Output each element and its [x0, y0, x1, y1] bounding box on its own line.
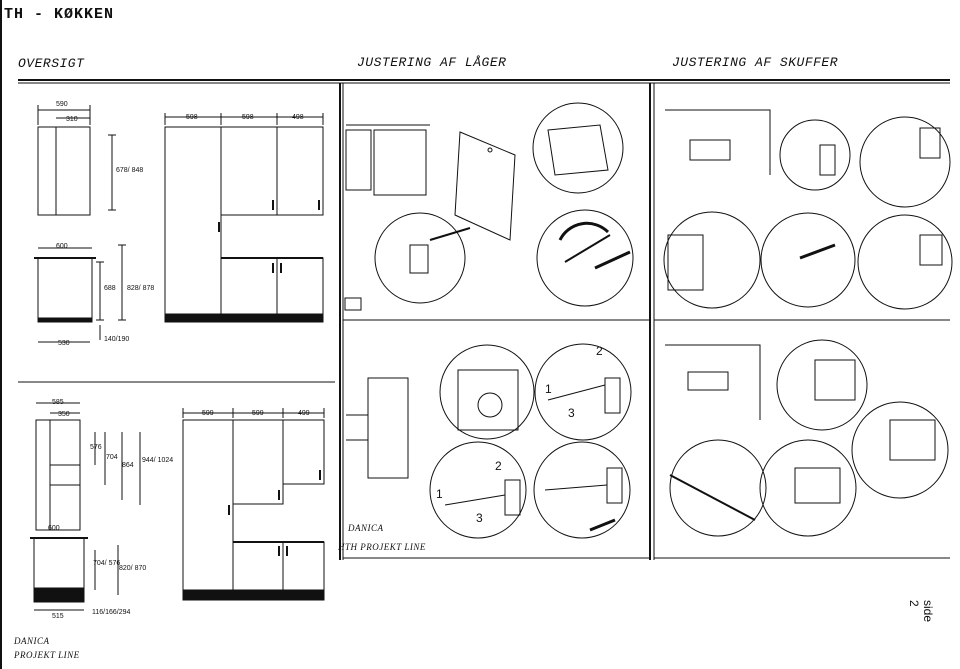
page-number: side 2 [907, 600, 935, 623]
brand-line-left: PROJEKT LINE [14, 650, 80, 660]
dim-plinth: 140/190 [104, 336, 129, 343]
step-2-label-b: 2 [495, 459, 502, 473]
step-3-label-b: 3 [476, 511, 483, 525]
step-3-label: 3 [568, 406, 575, 420]
step-1-label: 1 [545, 382, 552, 396]
dim-b-plinth: 116/166/294 [92, 609, 131, 616]
dim-foot: 530 [58, 340, 70, 347]
brand-line-mid: HTH PROJEKT LINE [338, 542, 426, 552]
dim-b-base-depth: 600 [48, 525, 60, 532]
dim-width-2: 598 [242, 114, 254, 121]
brand-danica-mid: DANICA [348, 523, 384, 533]
brand-danica-left: DANICA [14, 636, 50, 646]
dim-b-h4: 944/ 1024 [142, 457, 173, 464]
heading-door-adjust: JUSTERING AF LÅGER [357, 55, 507, 70]
page-title: TH - KØKKEN [4, 6, 115, 23]
heading-drawer-adjust: JUSTERING AF SKUFFER [672, 55, 839, 70]
step-1-label-b: 1 [436, 487, 443, 501]
dim-wall-height: 678/ 848 [116, 167, 143, 174]
dim-b-base-inner: 704/ 576 [93, 560, 120, 567]
dim-width-1: 598 [186, 114, 198, 121]
dim-b-wall-depth: 585 [52, 399, 64, 406]
dim-base-inner: 688 [104, 285, 116, 292]
dim-wall-inner: 310 [66, 116, 78, 123]
dim-b-wall-inner: 350 [58, 411, 70, 418]
dim-b-h3: 864 [122, 462, 134, 469]
dim-width-3: 498 [292, 114, 304, 121]
dim-base-depth: 600 [56, 243, 68, 250]
dim-b-foot: 515 [52, 613, 64, 620]
dim-base-height: 828/ 878 [127, 285, 154, 292]
dim-b-width-1: 599 [202, 410, 214, 417]
heading-overview: OVERSIGT [18, 56, 85, 71]
dim-b-width-2: 599 [252, 410, 264, 417]
step-2-label: 2 [596, 344, 603, 358]
dim-b-base-height: 820/ 870 [119, 565, 146, 572]
dim-b-h2: 704 [106, 454, 118, 461]
dim-b-width-3: 499 [298, 410, 310, 417]
dim-b-h1: 576 [90, 444, 102, 451]
dim-wall-depth: 590 [56, 101, 68, 108]
